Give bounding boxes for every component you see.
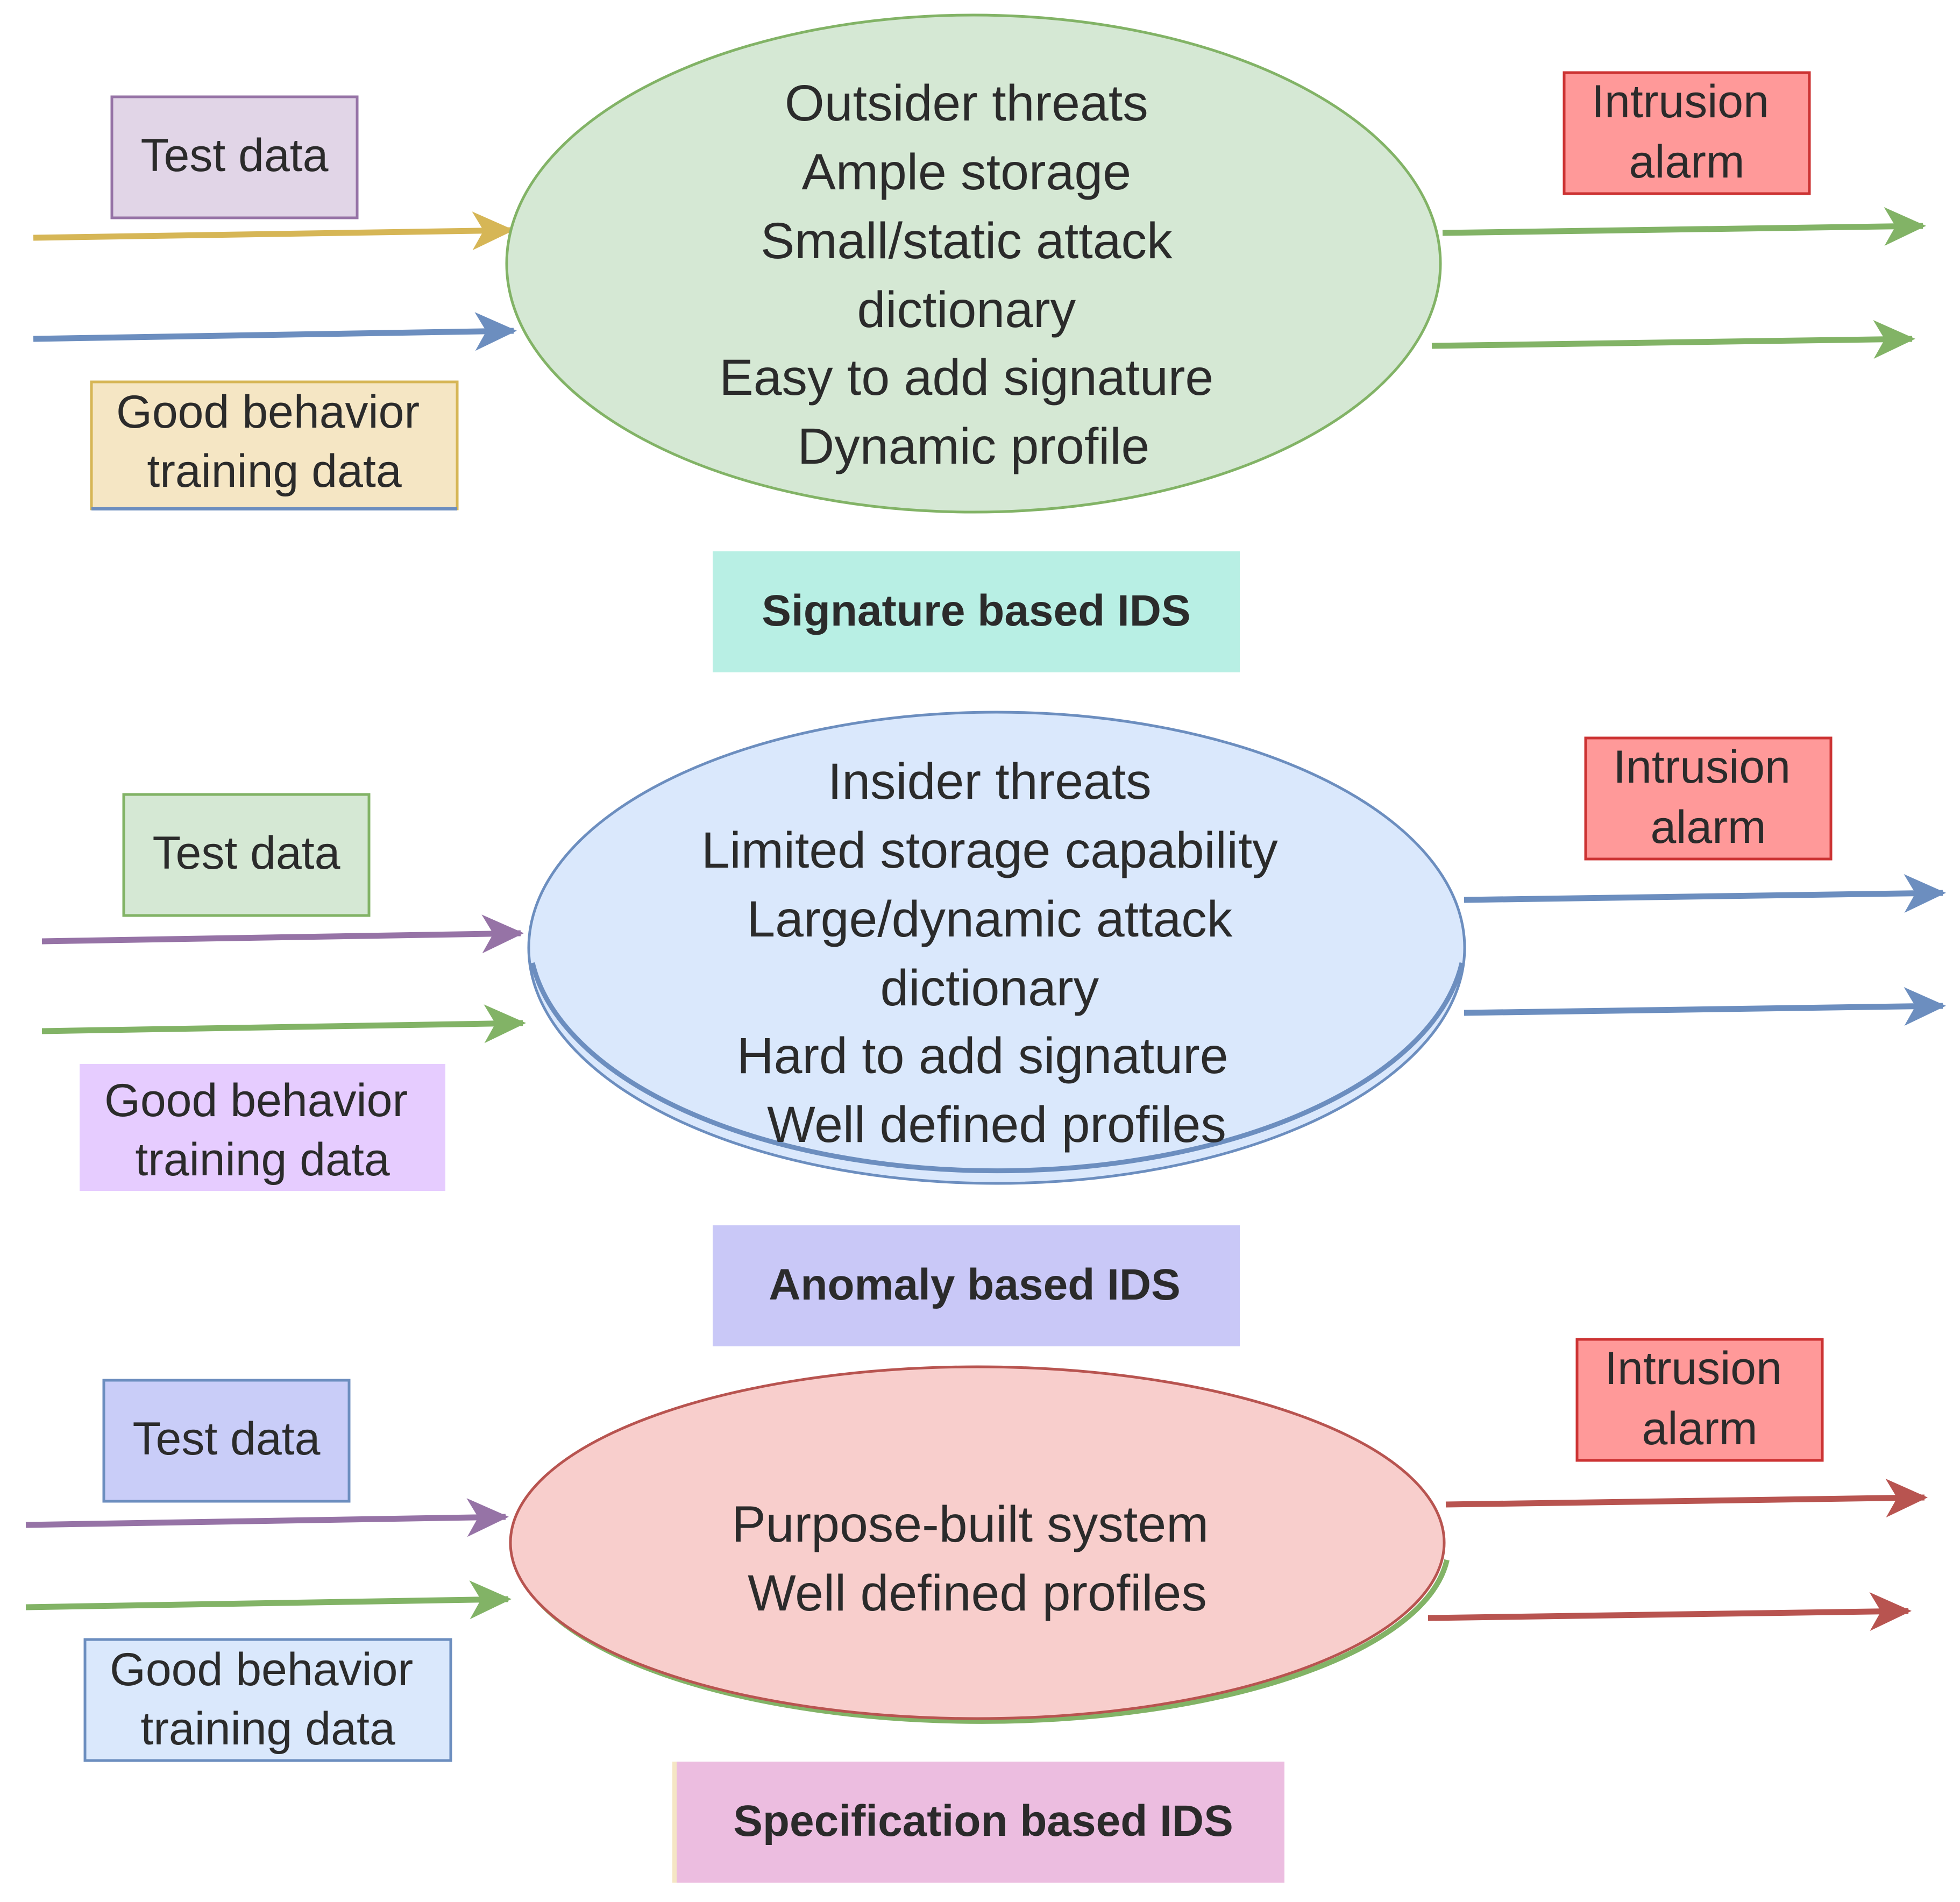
ellipse-line: Insider threats	[828, 753, 1152, 810]
svg-text:Good behavior training d: Good behavior training data	[104, 1075, 421, 1186]
test-data-arrow	[33, 211, 514, 251]
training-data-label: training data	[147, 445, 402, 497]
training-data-label: training data	[135, 1134, 390, 1186]
ellipse-line: Hard to add signature	[737, 1027, 1228, 1084]
svg-text:Good behavior training d: Good behavior training data	[116, 386, 432, 497]
ellipse-line: Large/dynamic attack	[747, 891, 1232, 948]
training-data-label: training data	[140, 1703, 395, 1755]
ellipse-line: Easy to add signature	[719, 349, 1213, 406]
svg-text:Insider threats Limited: Insider threats Limited storage capabili…	[701, 753, 1292, 1153]
alarm-output-arrow	[1464, 874, 1946, 913]
test-data-label: Test data	[133, 1413, 321, 1465]
ellipse-line: Well defined profiles	[748, 1565, 1207, 1622]
training-data-label: Good behavior	[116, 386, 420, 438]
anomaly-title: Anomaly based IDS	[769, 1260, 1181, 1309]
svg-text:Good behavior training d: Good behavior training data	[110, 1644, 426, 1755]
ellipse-line: Ample storage	[802, 144, 1132, 201]
training-data-box	[80, 1064, 445, 1191]
anomaly-ellipse	[527, 711, 1466, 1185]
intrusion-alarm-label: Intrusion	[1613, 741, 1791, 793]
normal-output-arrow	[1464, 987, 1946, 1026]
anomaly-ellipse-shadow	[530, 962, 1465, 1174]
specification-section: Purpose-built system Well defined profil…	[25, 1338, 1928, 1883]
test-data-arrow	[25, 1498, 509, 1537]
signature-ellipse	[505, 13, 1442, 514]
ellipse-line: Well defined profiles	[767, 1096, 1226, 1153]
ellipse-line: Dynamic profile	[798, 418, 1150, 475]
test-data-label: Test data	[141, 130, 329, 181]
training-data-box	[83, 1638, 452, 1762]
signature-section: Outsider threats Ample storage Small/sta…	[33, 13, 1926, 672]
signature-title-box	[713, 551, 1240, 672]
training-data-label: Good behavior	[104, 1075, 408, 1126]
ellipse-line: Limited storage capability	[701, 822, 1278, 879]
svg-text:Intrusion alarm: Intrusion alarm	[1604, 1343, 1795, 1454]
intrusion-alarm-label: alarm	[1642, 1403, 1757, 1454]
intrusion-alarm-label: Intrusion	[1592, 76, 1769, 127]
training-data-label: Good behavior	[110, 1644, 413, 1695]
training-data-arrow	[25, 1580, 512, 1620]
normal-output-arrow	[1428, 1592, 1912, 1631]
training-data-arrow	[33, 312, 517, 351]
alarm-output-arrow	[1442, 207, 1926, 246]
intrusion-alarm-box	[1563, 71, 1811, 195]
ellipse-line: Small/static attack	[761, 212, 1173, 269]
svg-text:Intrusion alarm: Intrusion alarm	[1592, 76, 1782, 188]
intrusion-alarm-label: alarm	[1629, 136, 1744, 188]
anomaly-section: Insider threats Limited storage capabili…	[41, 711, 1946, 1346]
ellipse-line: dictionary	[857, 281, 1076, 338]
normal-output-arrow	[1431, 320, 1915, 359]
test-data-label: Test data	[153, 827, 340, 879]
test-data-box	[122, 793, 371, 917]
specification-ellipse	[509, 1365, 1446, 1720]
ellipse-line: Outsider threats	[785, 75, 1148, 132]
training-data-box	[90, 380, 459, 510]
test-data-box	[102, 1379, 351, 1503]
anomaly-title-box	[713, 1225, 1240, 1346]
intrusion-alarm-label: alarm	[1650, 801, 1766, 853]
training-data-arrow	[41, 1004, 526, 1044]
test-data-box	[110, 95, 359, 219]
specification-title: Specification based IDS	[733, 1797, 1233, 1846]
intrusion-alarm-box	[1575, 1338, 1824, 1462]
test-data-arrow	[41, 914, 524, 954]
svg-text:Intrusion alarm: Intrusion alarm	[1613, 741, 1803, 853]
svg-text:Purpose-built system Wel: Purpose-built system Well defined profil…	[732, 1496, 1223, 1622]
signature-title: Signature based IDS	[762, 586, 1190, 635]
intrusion-alarm-box	[1584, 736, 1833, 861]
intrusion-alarm-label: Intrusion	[1604, 1343, 1782, 1394]
alarm-output-arrow	[1445, 1479, 1928, 1518]
ellipse-line: dictionary	[880, 960, 1099, 1017]
specification-title-box	[677, 1762, 1284, 1883]
svg-text:Outsider threats Ample s: Outsider threats Ample storage Small/sta…	[719, 75, 1227, 475]
ellipse-line: Purpose-built system	[732, 1496, 1209, 1553]
